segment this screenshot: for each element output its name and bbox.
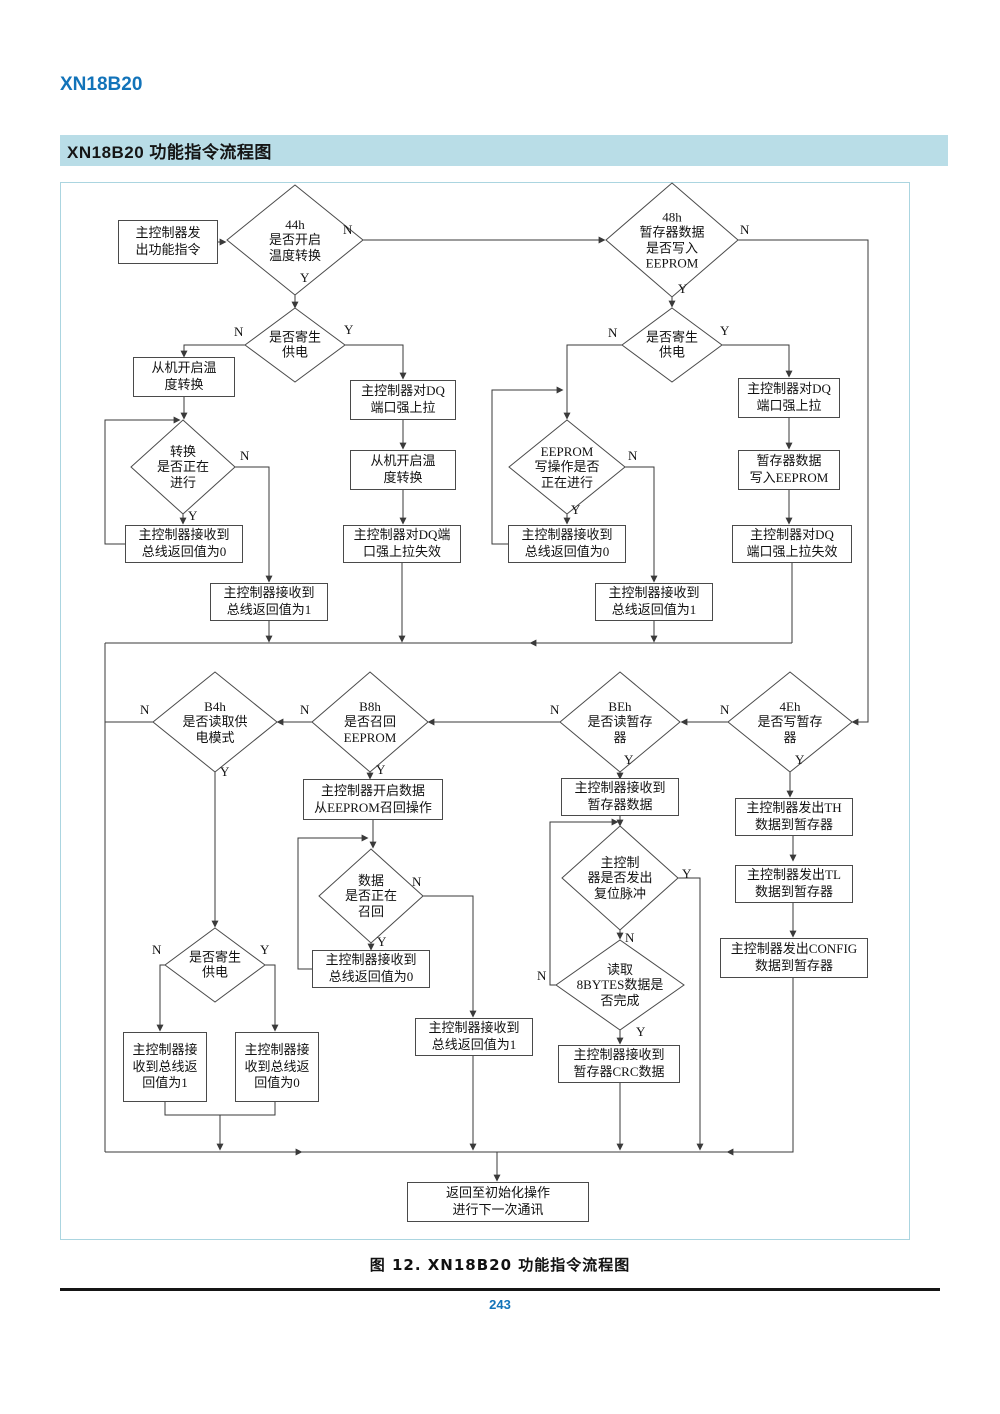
decision-label-48h: 48h 暂存器数据 是否写入 EEPROM — [639, 209, 705, 271]
decision-diamond-reset-pulse — [561, 825, 679, 931]
branch-label-yes: Y — [795, 752, 805, 767]
branch-label-yes: Y — [188, 508, 198, 523]
decision-diamond-parasite1 — [244, 307, 346, 383]
branch-label-no: N — [412, 874, 422, 889]
branch-label-no: N — [720, 702, 730, 717]
branch-label-yes: Y — [636, 1024, 646, 1039]
decision-label-eeprom-busy: EEPROM 写操作是否 正在进行 — [534, 444, 600, 490]
branch-label-no: N — [608, 325, 618, 340]
flow-node-recv1-1: 主控制器接收到 总线返回值为1 — [210, 583, 328, 621]
decision-diamonds — [130, 182, 853, 1031]
branch-label-no: N — [140, 702, 150, 717]
flow-node-return-init: 返回至初始化操作 进行下一次通讯 — [407, 1182, 589, 1222]
flow-node-recv0-3: 主控制器接收到 总线返回值为0 — [312, 950, 430, 988]
decision-label-converting: 转换 是否正在 进行 — [156, 444, 210, 490]
branch-label-yes: Y — [220, 764, 230, 779]
branch-label-yes: Y — [678, 281, 688, 296]
flow-node-recv-scratchpad: 主控制器接收到 暂存器数据 — [561, 778, 679, 816]
branch-label-no: N — [628, 448, 638, 463]
section-title-bar: XN18B20 功能指令流程图 — [60, 135, 948, 166]
flow-node-write-eeprom: 暂存器数据 写入EEPROM — [738, 450, 840, 490]
branch-label-no: N — [300, 702, 310, 717]
branch-label-yes: Y — [377, 934, 387, 949]
decision-label-44h: 44h 是否开启 温度转换 — [268, 217, 322, 263]
footer-rule — [60, 1288, 940, 1291]
decision-label-reset-pulse: 主控制 器是否发出 复位脉冲 — [587, 855, 653, 901]
decision-label-parasite1: 是否寄生 供电 — [268, 329, 322, 360]
decision-label-beh: BEh 是否读暂存 器 — [587, 699, 653, 745]
flow-node-recv0-1: 主控制器接收到 总线返回值为0 — [125, 525, 243, 563]
decision-diamond-eeprom-busy — [508, 419, 626, 515]
decision-diamond-parasite3 — [164, 927, 266, 1003]
decision-diamond-read-8bytes — [555, 939, 685, 1031]
branch-label-yes: Y — [376, 762, 386, 777]
flow-node-pullup-disable-2: 主控制器对DQ 端口强上拉失效 — [732, 525, 852, 563]
branch-label-no: N — [740, 222, 750, 237]
flow-node-send-th: 主控制器发出TH 数据到暂存器 — [735, 798, 853, 836]
page-number: 243 — [489, 1297, 511, 1312]
figure-caption: 图 12. XN18B20 功能指令流程图 — [369, 1256, 631, 1274]
branch-label-yes: Y — [260, 942, 270, 957]
decision-label-4eh: 4Eh 是否写暂存 器 — [757, 699, 823, 745]
decision-diamond-converting — [130, 419, 236, 515]
decision-diamond-parasite2 — [621, 307, 723, 383]
flow-node-slave-convert-2: 从机开启温 度转换 — [350, 450, 456, 490]
flow-node-recv1-3: 主控制器接收到 总线返回值为1 — [415, 1018, 533, 1056]
decision-diamond-b8h — [311, 671, 429, 773]
flow-node-send-tl: 主控制器发出TL 数据到暂存器 — [735, 865, 853, 903]
section-title: XN18B20 功能指令流程图 — [67, 143, 272, 162]
branch-label-no: N — [152, 942, 162, 957]
flow-node-recv0-4: 主控制器接 收到总线返 回值为0 — [235, 1032, 319, 1102]
flowchart-connectors — [104, 182, 869, 1182]
decision-label-b8h: B8h 是否召回 EEPROM — [343, 699, 397, 745]
decision-diamond-4eh — [727, 671, 853, 773]
decision-label-recalling: 数据 是否正在 召回 — [344, 873, 398, 919]
branch-label-no: N — [343, 222, 353, 237]
branch-label-yes: Y — [300, 270, 310, 285]
flow-node-recv0-2: 主控制器接收到 总线返回值为0 — [508, 525, 626, 563]
decision-label-b4h: B4h 是否读取供 电模式 — [182, 699, 248, 745]
flow-node-start: 主控制器发 出功能指令 — [118, 220, 218, 264]
branch-label-yes: Y — [720, 323, 730, 338]
branch-label-no: N — [550, 702, 560, 717]
branch-label-no: N — [234, 324, 244, 339]
branch-label-no: N — [240, 448, 250, 463]
decision-label-parasite2: 是否寄生 供电 — [645, 329, 699, 360]
decision-label-parasite3: 是否寄生 供电 — [188, 949, 242, 980]
flow-node-recv-crc: 主控制器接收到 暂存器CRC数据 — [558, 1045, 680, 1083]
flow-node-strong-pullup-2: 主控制器对DQ 端口强上拉 — [738, 378, 840, 418]
decision-label-read-8bytes: 读取 8BYTES数据是 否完成 — [576, 962, 664, 1008]
flow-node-send-config: 主控制器发出CONFIG 数据到暂存器 — [720, 938, 868, 978]
branch-label-no: N — [625, 930, 635, 945]
doc-logo: XN18B20 — [60, 74, 143, 95]
decision-diamond-44h — [226, 184, 364, 296]
branch-label-yes: Y — [344, 322, 354, 337]
flow-node-recv1-4: 主控制器接 收到总线返 回值为1 — [123, 1032, 207, 1102]
flow-node-strong-pullup-1: 主控制器对DQ 端口强上拉 — [350, 380, 456, 420]
branch-label-no: N — [537, 968, 547, 983]
branch-label-yes: Y — [571, 502, 581, 517]
flow-node-slave-convert-1: 从机开启温 度转换 — [133, 357, 235, 397]
decision-diamond-48h — [605, 182, 739, 298]
decision-diamond-b4h — [152, 671, 278, 773]
connector-lines — [104, 236, 869, 1182]
flow-node-recall-operation: 主控制器开启数据 从EEPROM召回操作 — [303, 779, 443, 820]
branch-label-yes: Y — [624, 752, 634, 767]
branch-label-yes: Y — [682, 866, 692, 881]
flow-node-recv1-2: 主控制器接收到 总线返回值为1 — [595, 583, 713, 621]
decision-diamond-beh — [559, 671, 681, 773]
flowchart: 主控制器发 出功能指令 从机开启温 度转换 主控制器接收到 总线返回值为0 主控… — [60, 182, 908, 1238]
flow-node-pullup-disable-1: 主控制器对DQ端 口强上拉失效 — [343, 525, 461, 563]
decision-diamond-recalling — [318, 848, 424, 944]
